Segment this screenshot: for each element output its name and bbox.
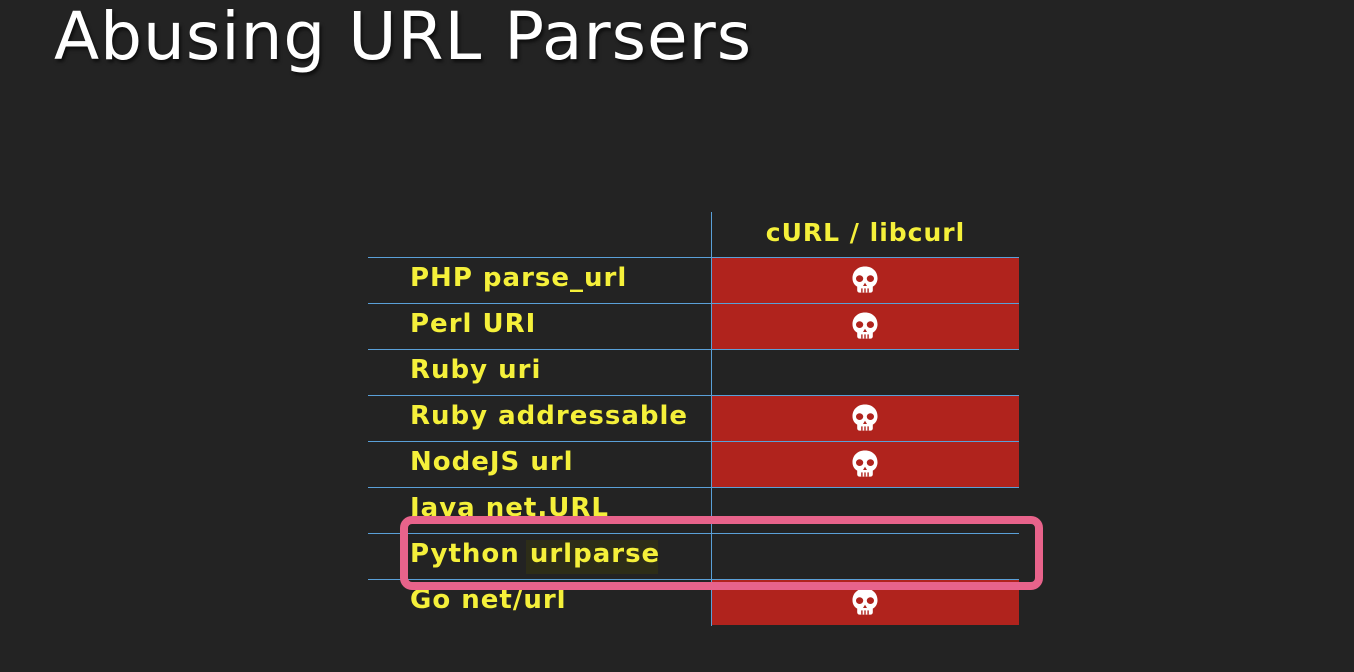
table-row: Perl URI: [368, 303, 1019, 349]
table-row: PHP parse_url: [368, 257, 1019, 303]
table-row-divider: [368, 395, 1019, 396]
skull-icon: [850, 449, 880, 479]
curl-result-cell: [712, 396, 1019, 441]
parser-name: Ruby addressable: [410, 401, 689, 431]
table-row-divider: [368, 441, 1019, 442]
table-row: NodeJS url: [368, 441, 1019, 487]
curl-result-cell: [712, 258, 1019, 303]
text-highlight-background: [526, 540, 658, 574]
curl-result-cell: [712, 442, 1019, 487]
table-column-divider: [711, 212, 712, 626]
skull-icon: [850, 587, 880, 617]
parser-name: PHP parse_url: [410, 263, 628, 293]
table-row-divider: [368, 257, 1019, 258]
table-row: Python urlparse: [368, 533, 1019, 579]
curl-result-cell: [712, 304, 1019, 349]
parser-name: NodeJS url: [410, 447, 574, 477]
table-row: Ruby uri: [368, 349, 1019, 395]
slide-title: Abusing URL Parsers: [54, 0, 753, 75]
column-header-curl: cURL / libcurl: [765, 218, 966, 247]
table-row-divider: [368, 349, 1019, 350]
table-row-divider: [368, 303, 1019, 304]
skull-icon: [850, 403, 880, 433]
parser-name: Perl URI: [410, 309, 537, 339]
table-row-divider: [368, 487, 1019, 488]
skull-icon: [850, 265, 880, 295]
parser-name: Ruby uri: [410, 355, 542, 385]
skull-icon: [850, 311, 880, 341]
table-row: Ruby addressable: [368, 395, 1019, 441]
parser-name: Go net/url: [410, 585, 567, 615]
parser-name: Python urlparse: [410, 539, 661, 569]
table-row-divider: [368, 579, 1019, 580]
curl-result-cell: [712, 350, 1019, 395]
highlight-box: [400, 516, 1043, 590]
table-row-divider: [368, 533, 1019, 534]
